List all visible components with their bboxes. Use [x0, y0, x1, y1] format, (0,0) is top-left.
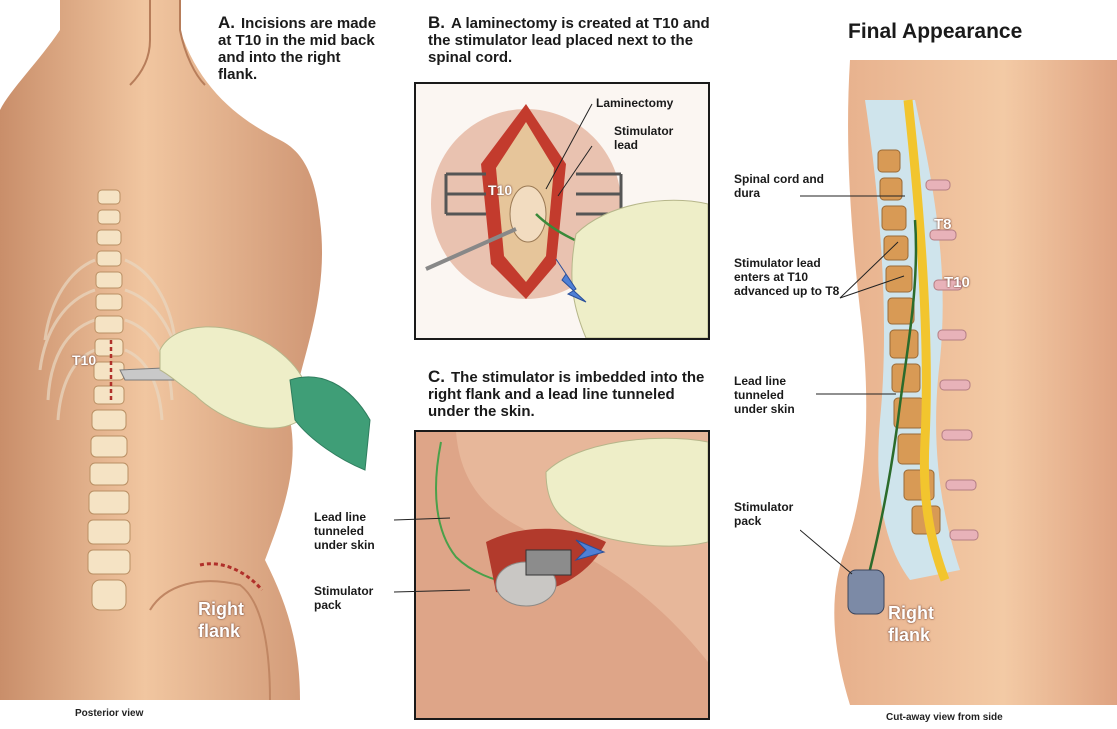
- side-view-caption: Cut-away view from side: [886, 712, 1003, 723]
- panel-a-heading: A.Incisions are made at T10 in the mid b…: [218, 14, 378, 83]
- callout-laminectomy: Laminectomy: [596, 96, 673, 110]
- final-callout-lines: [800, 180, 920, 580]
- callout-stimulator-lead: Stimulator lead: [614, 124, 684, 152]
- callout-stimulator-pack-c: Stimulator pack: [314, 584, 384, 612]
- t10-label-final: T10: [944, 274, 970, 291]
- panel-b-heading: B.A laminectomy is created at T10 and th…: [428, 14, 718, 66]
- panel-c-letter: C.: [428, 367, 445, 386]
- panel-b-illustration-box: T10 Laminectomy Stimulator lead: [414, 82, 710, 340]
- right-flank-label-final: Right flank: [888, 602, 958, 646]
- posterior-view-caption: Posterior view: [75, 708, 143, 719]
- right-flank-label-a: Right flank: [198, 598, 268, 642]
- callout-stimulator-pack-final: Stimulator pack: [734, 500, 804, 528]
- t8-label: T8: [934, 216, 952, 233]
- final-appearance-title: Final Appearance: [848, 20, 1022, 44]
- panel-a-letter: A.: [218, 13, 235, 32]
- laminectomy-illustration: [416, 84, 708, 338]
- t10-label-a: T10: [72, 352, 96, 368]
- panel-c-callout-lines: [380, 500, 500, 610]
- t10-label-b: T10: [488, 182, 512, 198]
- panel-b-letter: B.: [428, 13, 445, 32]
- panel-c-heading: C.The stimulator is imbedded into the ri…: [428, 368, 718, 420]
- panel-b-text: A laminectomy is created at T10 and the …: [428, 15, 710, 66]
- panel-c-text: The stimulator is imbedded into the righ…: [428, 369, 704, 420]
- panel-a: A.Incisions are made at T10 in the mid b…: [0, 0, 380, 729]
- panel-a-text: Incisions are made at T10 in the mid bac…: [218, 15, 376, 83]
